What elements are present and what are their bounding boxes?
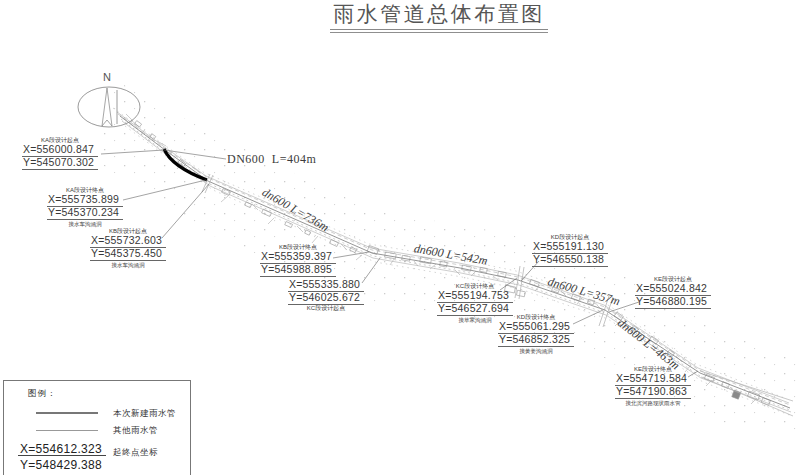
- legend-item-other-pipe: 其他雨水管: [113, 425, 158, 437]
- point-label-kd-end: KD段设计终点 X=555061.295 Y=546852.325 接黄姜沟涵洞: [498, 314, 574, 355]
- title-underline-2: [330, 32, 548, 33]
- point-label-kc-start: X=555335.880 Y=546025.672 KC段设计起点: [288, 279, 364, 312]
- point-label-kd-start: KD段设计起点 X=555191.130 Y=546550.138: [532, 234, 608, 267]
- point-label-kb-end: KB段设计终点 X=555359.397 Y=545988.895: [260, 244, 336, 277]
- legend-heading: 图例：: [28, 388, 57, 400]
- point-label-ka-end: KA段设计终点 X=555735.899 Y=545370.234 接水车沟涵洞: [47, 187, 123, 228]
- legend-coord-label: 起终点坐标: [113, 447, 158, 459]
- legend-other-pipe-sample: [36, 430, 98, 431]
- title-underline: [330, 29, 548, 30]
- legend-item-new-pipe: 本次新建雨水管: [113, 408, 176, 420]
- point-label-ke-end: KE段设计终点 X=554719.584 Y=547190.863 接北滨河路现…: [615, 366, 691, 407]
- legend-coord-x: X=554612.323: [20, 442, 102, 456]
- legend-coord-separator: [18, 455, 106, 456]
- legend-box: 图例： 本次新建雨水管 其他雨水管 X=554612.323 Y=548429.…: [3, 380, 191, 475]
- legend-new-pipe-sample: [36, 412, 98, 414]
- point-label-kb-start: KB段设计起点 X=555732.603 Y=545375.450 接水车沟涵洞: [90, 228, 166, 269]
- point-label-ke-start: KE段设计起点 X=555024.842 Y=546880.195: [635, 276, 711, 309]
- pipe-label-ka: DN600 L=404m: [227, 152, 316, 167]
- point-label-ka-start: KA段设计起点 X=556000.847 Y=545070.302: [22, 137, 98, 170]
- north-label: N: [103, 71, 111, 83]
- drawing-title: 雨水管道总体布置图: [328, 0, 550, 28]
- legend-coord-y: Y=548429.388: [20, 458, 102, 472]
